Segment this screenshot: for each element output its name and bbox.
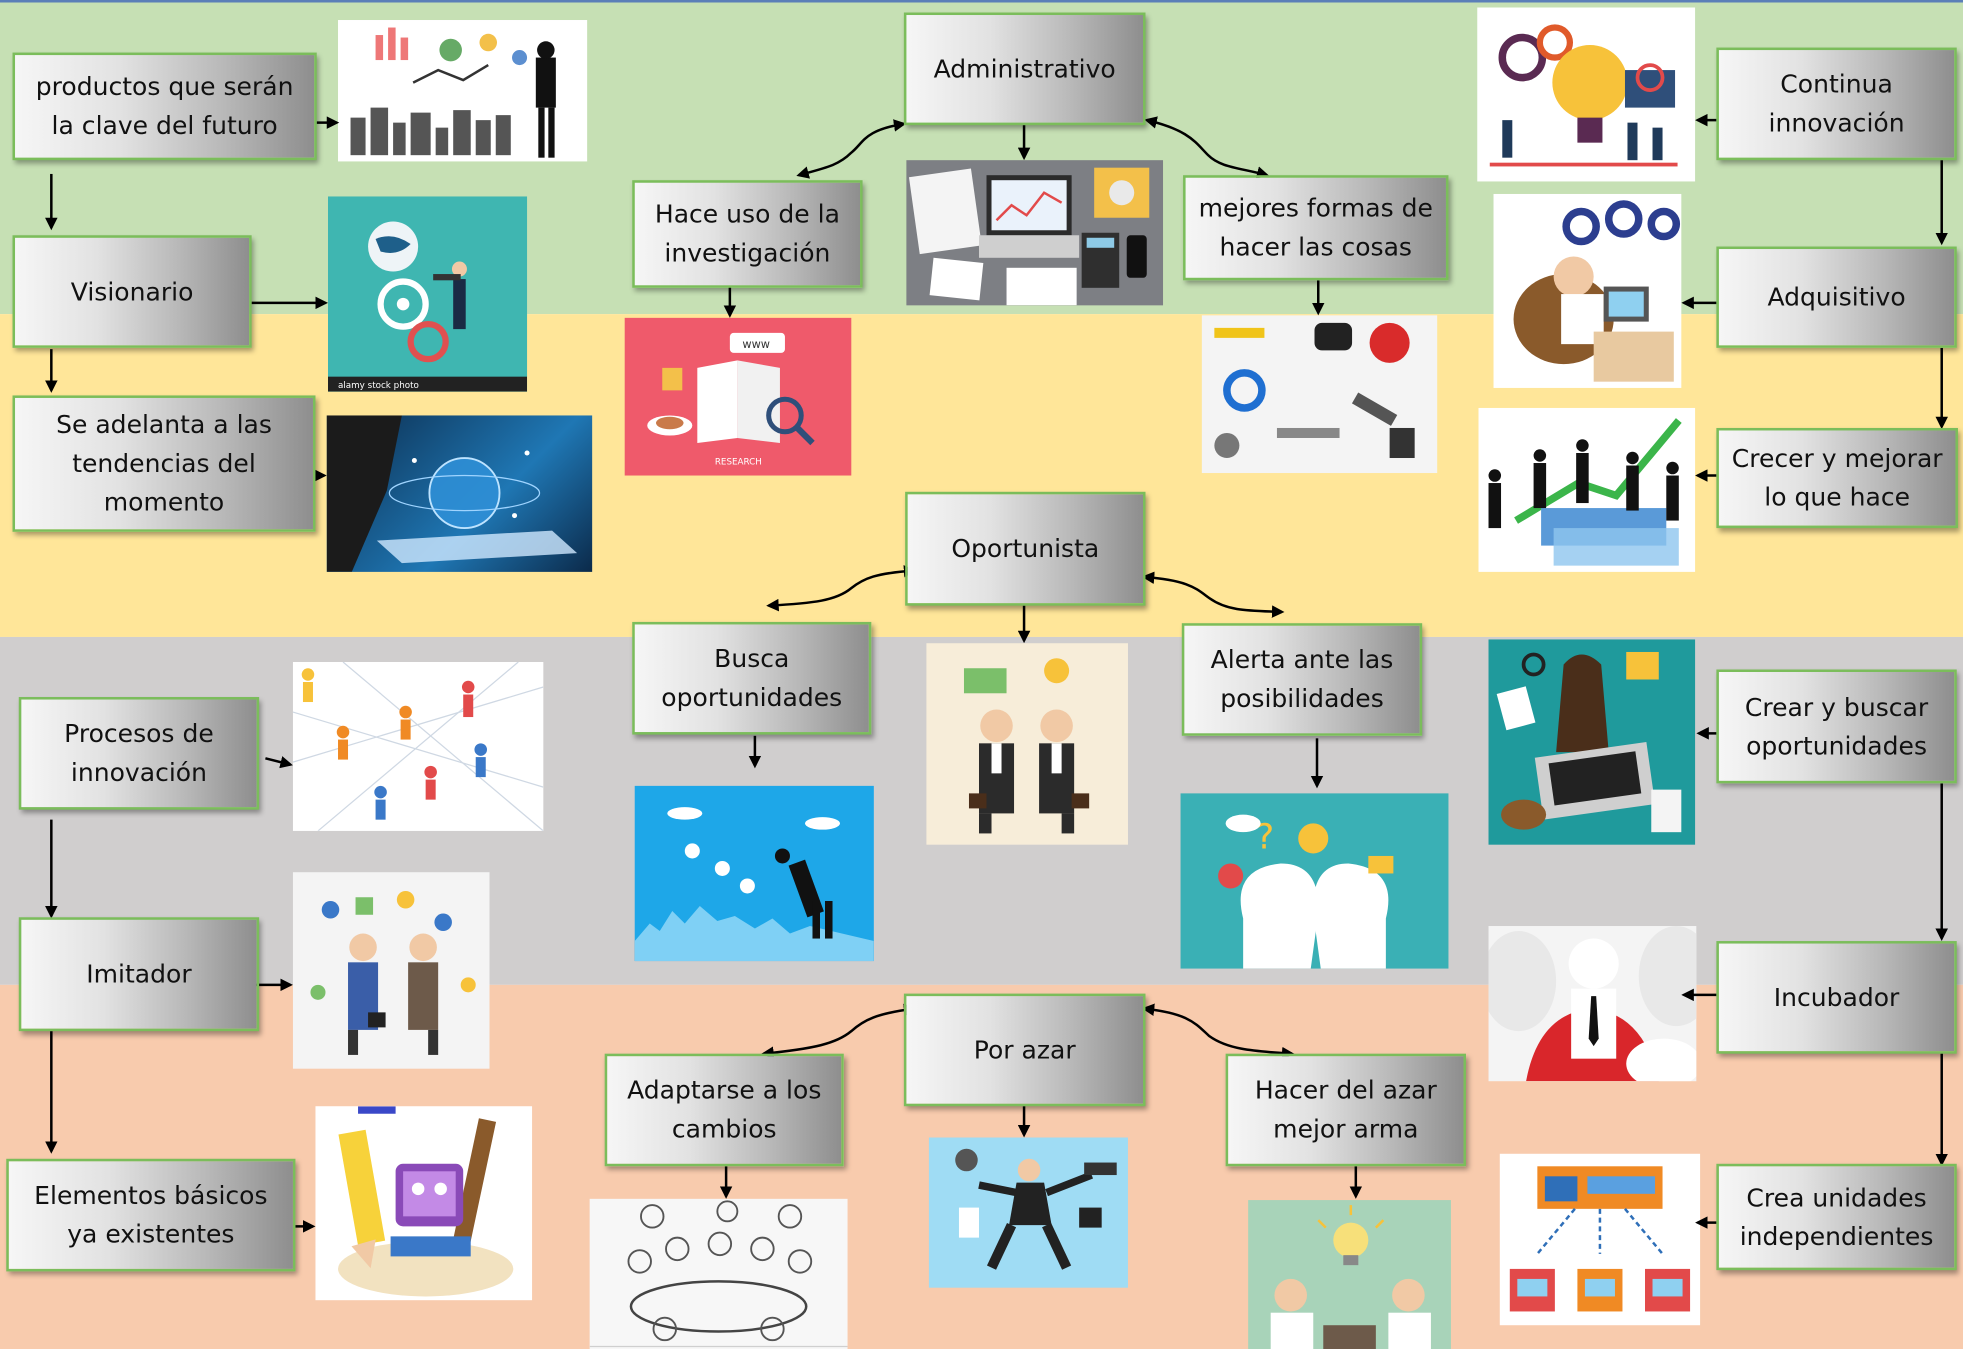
node-adaptarse: Adaptarse a los cambios [604,1053,844,1167]
node-imitador: Imitador [18,917,260,1032]
node-oportunista: Oportunista [905,491,1146,606]
node-investigacion: Hace uso de la investigación [632,180,863,288]
tools-image [1201,315,1438,474]
create-opportunities-laptop-image [1488,639,1696,845]
node-crear: Crear y buscar oportunidades [1716,669,1957,784]
connector-admin-investigacion [796,119,907,179]
incubator-egg-image [1488,926,1697,1082]
imitator-handshake-image [292,872,490,1069]
chance-businessman-image [928,1137,1128,1288]
node-administrativo: Administrativo [903,12,1146,126]
node-adquisitivo: Adquisitivo [1716,246,1957,348]
adapt-meeting-sketch-image [589,1198,848,1349]
research-label: RESEARCH [715,457,762,467]
research-book-image: www RESEARCH [624,317,852,476]
node-visionario: Visionario [12,235,252,348]
node-mejores: mejores formas de hacer las cosas [1183,175,1449,281]
node-procesos: Procesos de innovación [18,697,260,810]
connector-oportunista-busca [766,565,917,612]
node-hacer-azar: Hacer del azar mejor arma [1225,1053,1466,1167]
connector-oportunista-alerta [1141,571,1285,618]
node-incubador: Incubador [1716,941,1957,1054]
connector-admin-mejores [1144,116,1270,179]
node-por-azar: Por azar [903,993,1146,1107]
node-continua: Continua innovación [1716,47,1957,161]
future-products-sketch-image [338,20,588,162]
svg-text:?: ? [1256,816,1275,857]
node-busca: Busca oportunidades [632,621,872,735]
basic-elements-cartoon-image [315,1106,533,1301]
node-alerta: Alerta ante las posibilidades [1181,623,1423,736]
independent-units-stores-image [1499,1153,1701,1326]
alert-possibilities-image: ? [1180,793,1449,969]
opportunist-handshake-image [926,643,1128,845]
trends-tech-globe-image [326,415,593,572]
connector-azar-hacer [1141,1003,1295,1060]
node-crea-unidades: Crea unidades independientes [1716,1163,1957,1271]
search-opportunities-image [634,785,874,962]
acquisitive-man-gears-image [1493,193,1682,388]
visionary-telescope-image: alamy stock photo [328,196,528,392]
connector-azar-adaptarse [761,1003,917,1059]
innovation-bulb-image [1477,7,1696,182]
node-elementos: Elementos básicos ya existentes [6,1158,296,1272]
innovation-process-people-image [292,661,544,831]
stock-watermark: alamy stock photo [338,381,419,391]
chance-weapon-businessmen-image [1248,1200,1451,1349]
growth-businessmen-image [1478,407,1696,572]
admin-desk-image [906,160,1164,306]
node-crecer: Crecer y mejorar lo que hace [1716,427,1958,529]
node-adelanta: Se adelanta a las tendencias del momento [12,395,316,532]
www-label: www [742,338,770,351]
node-productos: productos que serán la clave del futuro [12,52,317,161]
connector-procesos-image [265,756,293,769]
